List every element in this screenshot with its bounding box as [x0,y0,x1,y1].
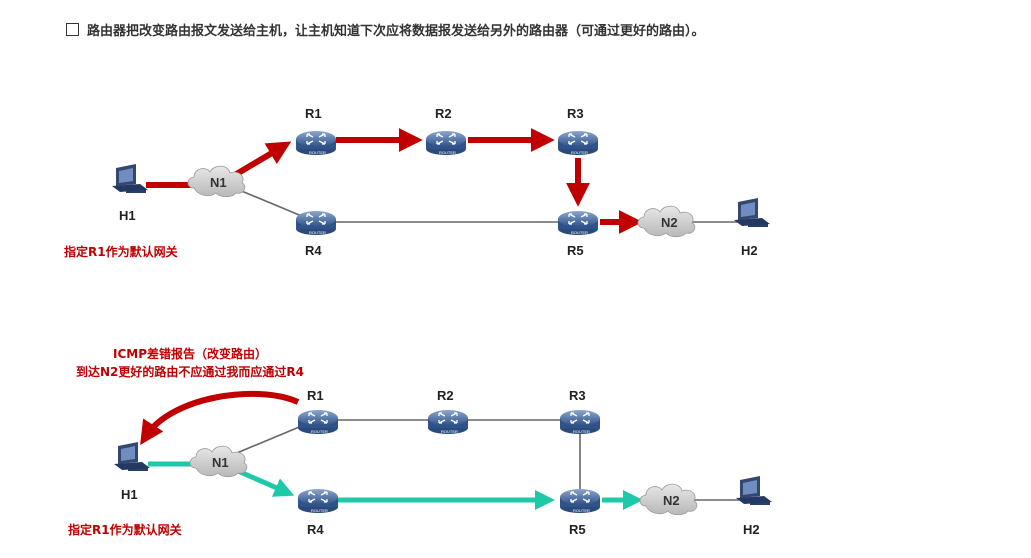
h2-label: H2 [743,522,760,537]
r1-label: R1 [305,106,322,121]
r4-label: R4 [305,243,322,258]
header: 路由器把改变路由报文发送给主机，让主机知道下次应将数据报发送给另外的路由器（可通… [66,20,705,39]
icmp-report-title: ICMP差错报告（改变路由） [113,346,267,361]
router-badge: ROUTER [309,150,326,155]
host-computer-icon [736,476,772,505]
diagram-1: N1 N2 ROUTER ROUTER ROUTER ROUTER ROUTER… [64,106,770,259]
router-r1: ROUTER [297,409,339,435]
router-badge: ROUTER [573,429,590,434]
icmp-report-detail: 到达N2更好的路由不应通过我而应通过R4 [76,364,304,379]
router-badge: ROUTER [571,230,588,235]
checkbox[interactable] [66,23,79,36]
n2-label: N2 [661,215,678,230]
router-r5: ROUTER [557,210,599,236]
router-r2: ROUTER [427,409,469,435]
router-badge: ROUTER [573,508,590,513]
h1-label: H1 [119,208,136,223]
n1-label: N1 [212,455,229,470]
h2-label: H2 [741,243,758,258]
n1-label: N1 [210,175,227,190]
host-computer-icon [112,164,148,193]
r1-label: R1 [307,388,324,403]
router-badge: ROUTER [439,150,456,155]
n2-label: N2 [663,493,680,508]
r4-label: R4 [307,522,324,537]
host-computer-icon [114,442,150,471]
router-r2: ROUTER [425,130,467,156]
r3-label: R3 [567,106,584,121]
diagram-2: N1 N2 ROUTER ROUTER ROUTER ROUTER ROUTER… [68,346,772,537]
r3-label: R3 [569,388,586,403]
router-r1: ROUTER [295,130,337,156]
r5-label: R5 [569,522,586,537]
router-r4: ROUTER [297,488,339,514]
router-r3: ROUTER [557,130,599,156]
router-badge: ROUTER [311,508,328,513]
router-r5: ROUTER [559,488,601,514]
host-computer-icon [734,198,770,227]
default-gateway-note: 指定R1作为默认网关 [68,522,182,537]
router-badge: ROUTER [571,150,588,155]
router-badge: ROUTER [441,429,458,434]
icmp-redirect-arrow [140,390,300,446]
r2-label: R2 [437,388,454,403]
r2-label: R2 [435,106,452,121]
header-text: 路由器把改变路由报文发送给主机，让主机知道下次应将数据报发送给另外的路由器（可通… [87,24,705,39]
router-r3: ROUTER [559,409,601,435]
router-badge: ROUTER [309,230,326,235]
default-gateway-note: 指定R1作为默认网关 [64,244,178,259]
h1-label: H1 [121,487,138,502]
router-badge: ROUTER [311,429,328,434]
router-r4: ROUTER [295,210,337,236]
r5-label: R5 [567,243,584,258]
